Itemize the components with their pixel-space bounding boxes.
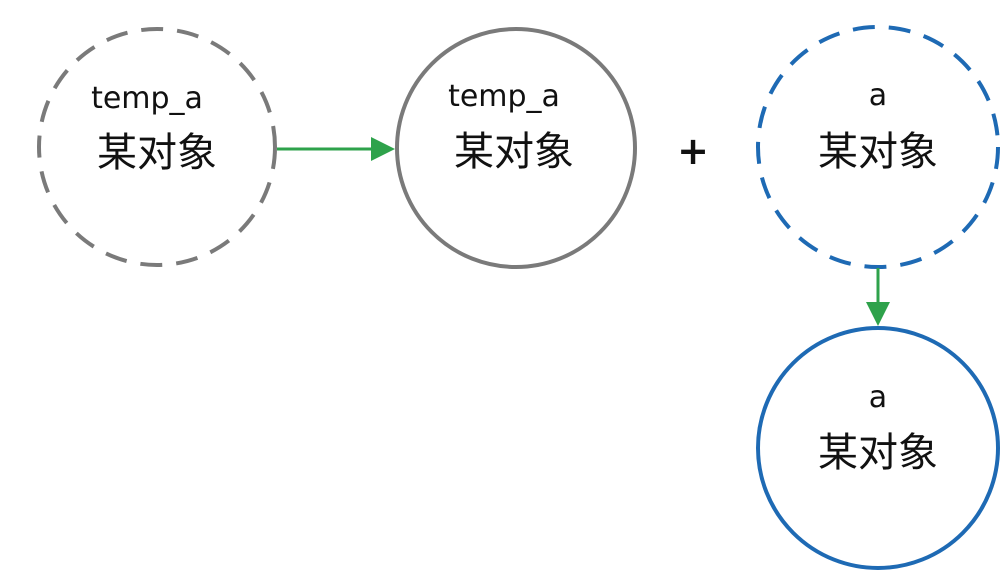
node-temp-a-new-circle xyxy=(395,27,637,269)
node-a-old-name: a xyxy=(869,78,887,113)
plus-operator: + xyxy=(677,129,709,173)
node-a-new: a 某对象 xyxy=(756,326,1000,570)
node-temp-a-old-name: temp_a xyxy=(91,81,203,116)
node-temp-a-old: temp_a 某对象 xyxy=(37,27,277,267)
node-a-old: a 某对象 xyxy=(756,25,1000,269)
node-temp-a-old-circle xyxy=(37,27,277,267)
node-a-new-label: 某对象 xyxy=(818,430,938,476)
node-a-new-name: a xyxy=(869,380,887,415)
node-temp-a-old-label: 某对象 xyxy=(97,130,217,176)
node-a-new-circle xyxy=(756,326,1000,570)
node-temp-a-new-label: 某对象 xyxy=(454,129,574,175)
node-temp-a-new-name: temp_a xyxy=(448,79,560,114)
node-a-old-circle xyxy=(756,25,1000,269)
node-a-old-label: 某对象 xyxy=(818,129,938,175)
node-temp-a-new: temp_a 某对象 xyxy=(395,27,637,269)
